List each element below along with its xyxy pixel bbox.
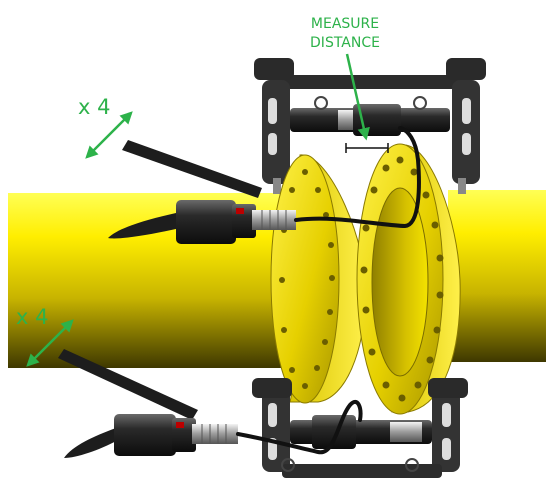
- qty-bottom-label: x 4: [16, 305, 48, 329]
- bottom-hydraulic-pump: [58, 349, 238, 458]
- top-hose: [294, 126, 421, 229]
- flange-left: [270, 154, 367, 404]
- qty-top-label: x 4: [78, 95, 110, 119]
- top-spreader-frame: [254, 58, 486, 194]
- top-pump-quantity: x 4: [78, 95, 133, 159]
- measure-indicator: [345, 143, 389, 153]
- measure-label-line2: DISTANCE: [310, 35, 380, 51]
- flange-right: [356, 143, 461, 415]
- top-frame-crossbar: [282, 75, 462, 89]
- measure-label-line1: MEASURE: [311, 16, 379, 32]
- measure-distance-callout: MEASURE DISTANCE: [310, 16, 380, 141]
- bottom-hose: [236, 399, 363, 455]
- top-pump-handle: [122, 140, 262, 198]
- pipe-right-section: [448, 190, 546, 362]
- bottom-frame-crossbar: [282, 464, 442, 478]
- bottom-pump-handle: [58, 349, 198, 420]
- measure-pointer-arrow: [345, 53, 370, 141]
- top-hydraulic-pump: [108, 140, 296, 244]
- bottom-pump-quantity: x 4: [16, 305, 74, 367]
- bottom-spreader-frame: [252, 378, 468, 478]
- flange-right-bore: [371, 187, 429, 377]
- qty-bottom-double-arrow: [26, 319, 74, 367]
- qty-top-double-arrow: [85, 111, 133, 159]
- bottom-pump-body: [114, 414, 176, 456]
- top-pump-body: [176, 200, 236, 244]
